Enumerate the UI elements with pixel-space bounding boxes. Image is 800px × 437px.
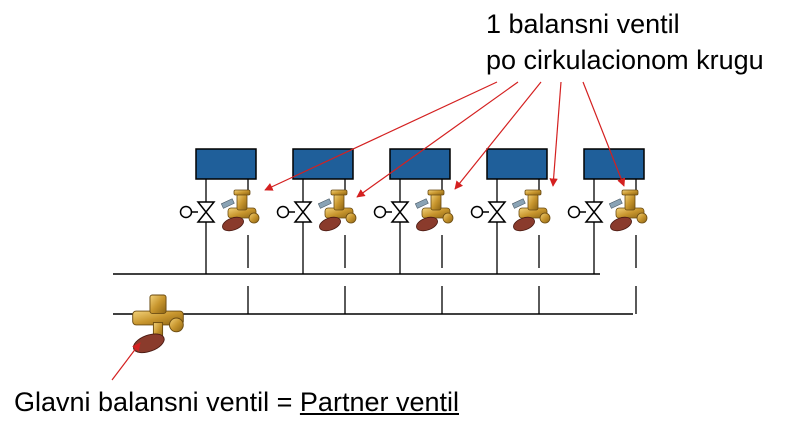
- leader-line: [264, 81, 498, 191]
- radiator: [583, 148, 645, 180]
- circuits: [179, 148, 648, 314]
- valve-handle: [567, 205, 581, 219]
- main-valve-leader: [111, 342, 141, 381]
- valve-body: [196, 201, 216, 223]
- shutoff-valve-icon: [567, 201, 604, 223]
- valve-body: [584, 201, 604, 223]
- shutoff-valve-icon: [276, 201, 313, 223]
- annotation-bottom-prefix: Glavni balansni ventil =: [14, 387, 300, 417]
- valve-handle: [470, 205, 484, 219]
- leader-line: [549, 81, 562, 187]
- balancing-valve-icon: [511, 189, 551, 234]
- radiator: [486, 148, 548, 180]
- radiator: [195, 148, 257, 180]
- circuit: [276, 148, 357, 314]
- main-balancing-valve-icon: [132, 294, 184, 354]
- radiator: [389, 148, 451, 180]
- balancing-valve-icon: [317, 189, 357, 234]
- valve-handle: [373, 205, 387, 219]
- circuit: [373, 148, 454, 314]
- valve-handle: [276, 205, 290, 219]
- leader-lines: [264, 81, 626, 198]
- leader-line: [356, 81, 519, 198]
- annotation-bottom: Glavni balansni ventil = Partner ventil: [14, 385, 459, 419]
- circuit: [567, 148, 648, 314]
- valve-body: [293, 201, 313, 223]
- annotation-top-line1: 1 balansni ventil: [486, 9, 680, 39]
- leader-line: [582, 81, 626, 187]
- valve-body: [390, 201, 410, 223]
- shutoff-valve-icon: [179, 201, 216, 223]
- leader-line: [454, 81, 542, 190]
- balancing-valve-icon: [414, 189, 454, 234]
- valve-body: [487, 201, 507, 223]
- shutoff-valve-icon: [470, 201, 507, 223]
- balancing-valve-icon: [608, 189, 648, 234]
- valve-handle: [179, 205, 193, 219]
- radiator: [292, 148, 354, 180]
- partner-valve-label: Partner ventil: [299, 387, 459, 417]
- balancing-valve-icon: [220, 189, 260, 234]
- circuit: [179, 148, 260, 314]
- annotation-top: 1 balansni ventil po cirkulacionom krugu: [486, 6, 764, 78]
- circuit: [470, 148, 551, 314]
- annotation-top-line2: po cirkulacionom krugu: [486, 45, 764, 75]
- shutoff-valve-icon: [373, 201, 410, 223]
